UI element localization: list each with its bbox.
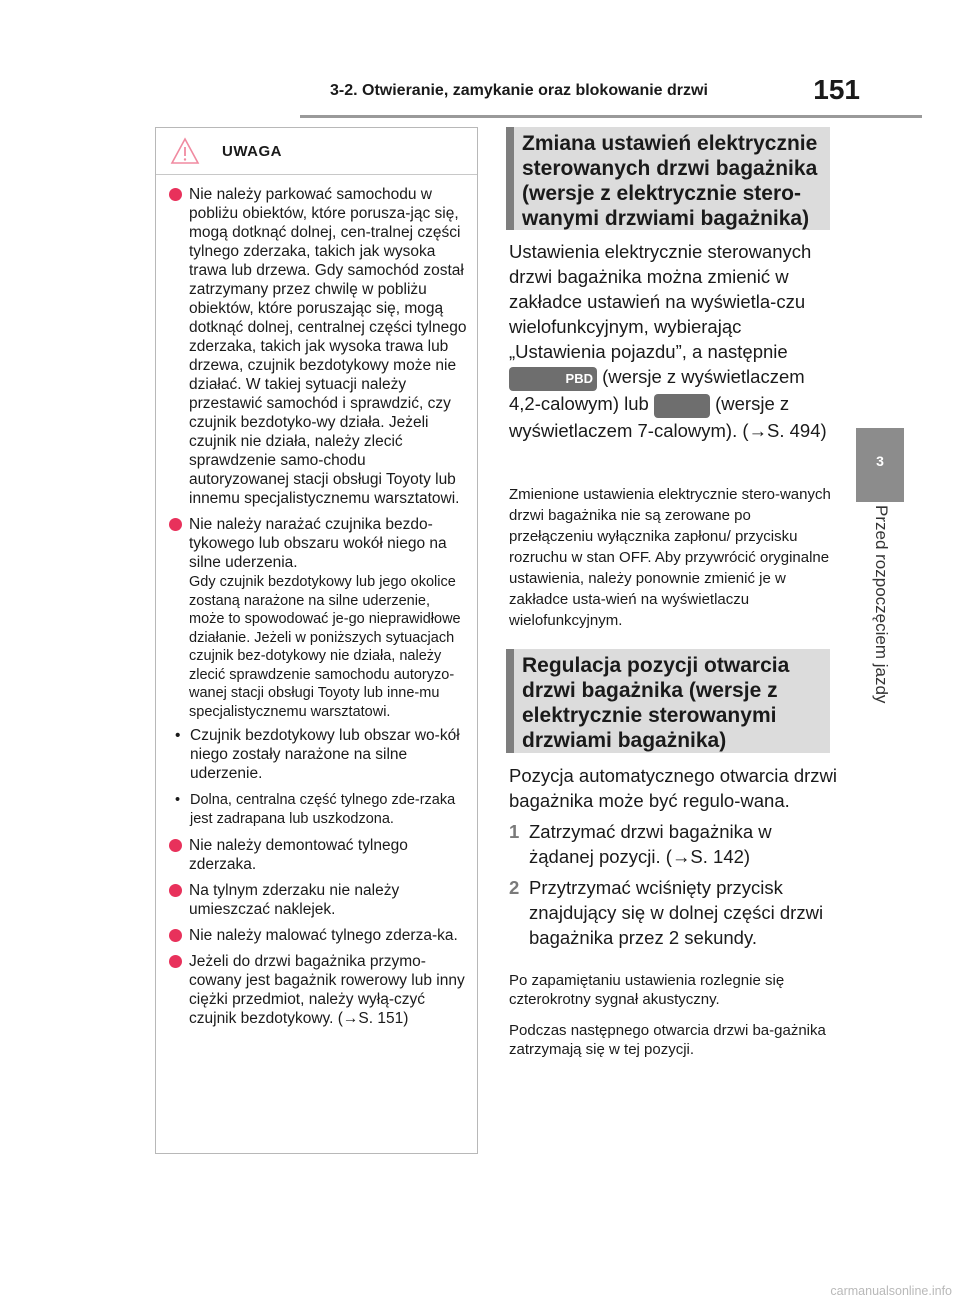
- warning-note: Gdy czujnik bezdotykowy lub jego okolice…: [189, 574, 461, 720]
- car-icon: [653, 394, 710, 419]
- warning-bullet: Nie należy malować tylnego zderza-ka.: [168, 926, 467, 945]
- section-title: 3-2. Otwieranie, zamykanie oraz blokowan…: [330, 82, 708, 99]
- watermark: carmanualsonline.info: [830, 1284, 952, 1298]
- step-number: 2: [509, 877, 520, 898]
- settings-text-version-7: (wersje z wyświetlaczem 7-calowym). (→S.…: [509, 393, 827, 442]
- warning-header: UWAGA: [156, 128, 477, 175]
- open-position-note: Podczas następnego otwarcia drzwi ba-gaż…: [509, 1022, 826, 1058]
- open-position-note: Po zapamiętaniu ustawienia rozlegnie się…: [509, 972, 785, 1008]
- chapter-tab: 3: [856, 428, 904, 502]
- settings-text: Ustawienia elektrycznie sterowanych drzw…: [509, 241, 812, 362]
- warning-sub-item: Dolna, centralna część tylnego zde-rzaka…: [168, 791, 467, 828]
- warning-bullet: Nie należy demontować tylnego zderzaka.: [168, 836, 467, 874]
- warning-bullet: Na tylnym zderzaku nie należy umieszczać…: [168, 881, 467, 919]
- warning-bullet: Nie należy narażać czujnika bezdo-tykowe…: [168, 515, 467, 572]
- warning-content: Nie należy parkować samochodu w pobliżu …: [156, 175, 477, 1028]
- settings-text-version-4: (wersje z wyświetlaczem 4,2-calowym) lub: [509, 366, 805, 415]
- step-text: Przytrzymać wciśnięty przycisk znajdując…: [529, 877, 824, 948]
- step-number: 1: [509, 821, 520, 842]
- warning-label: UWAGA: [222, 142, 282, 160]
- header-divider: [300, 115, 922, 118]
- car-pbd-icon: PBD: [509, 367, 597, 392]
- step-text: Zatrzymać drzwi bagażnika w żądanej pozy…: [529, 821, 772, 867]
- warning-box: UWAGA Nie należy parkować samochodu w po…: [155, 127, 478, 1154]
- car-pbd-icon-label: PBD: [565, 371, 593, 387]
- warning-triangle-icon: [170, 137, 200, 165]
- section-heading-settings: Zmiana ustawień elektrycznie sterowanych…: [506, 127, 830, 230]
- settings-note: Zmienione ustawienia elektrycznie stero-…: [509, 486, 831, 629]
- settings-paragraph: Ustawienia elektrycznie sterowanych drzw…: [509, 239, 839, 443]
- chapter-title: Przed rozpoczęciem jazdy: [872, 505, 891, 704]
- step-2: 2 Przytrzymać wciśnięty przycisk znajduj…: [509, 875, 839, 950]
- open-position-intro: Pozycja automatycznego otwarcia drzwi ba…: [509, 765, 838, 811]
- warning-sub-item: Czujnik bezdotykowy lub obszar wo-kół ni…: [168, 726, 467, 783]
- step-1: 1 Zatrzymać drzwi bagażnika w żądanej po…: [509, 819, 839, 869]
- warning-bullet: Nie należy parkować samochodu w pobliżu …: [168, 185, 467, 508]
- page-number: 151: [813, 74, 860, 105]
- open-position-content: Pozycja automatycznego otwarcia drzwi ba…: [509, 763, 839, 950]
- section-heading-open-position: Regulacja pozycji otwarcia drzwi bagażni…: [506, 649, 830, 753]
- chapter-number: 3: [876, 453, 884, 469]
- warning-bullet: Jeżeli do drzwi bagażnika przymo-cowany …: [168, 952, 467, 1028]
